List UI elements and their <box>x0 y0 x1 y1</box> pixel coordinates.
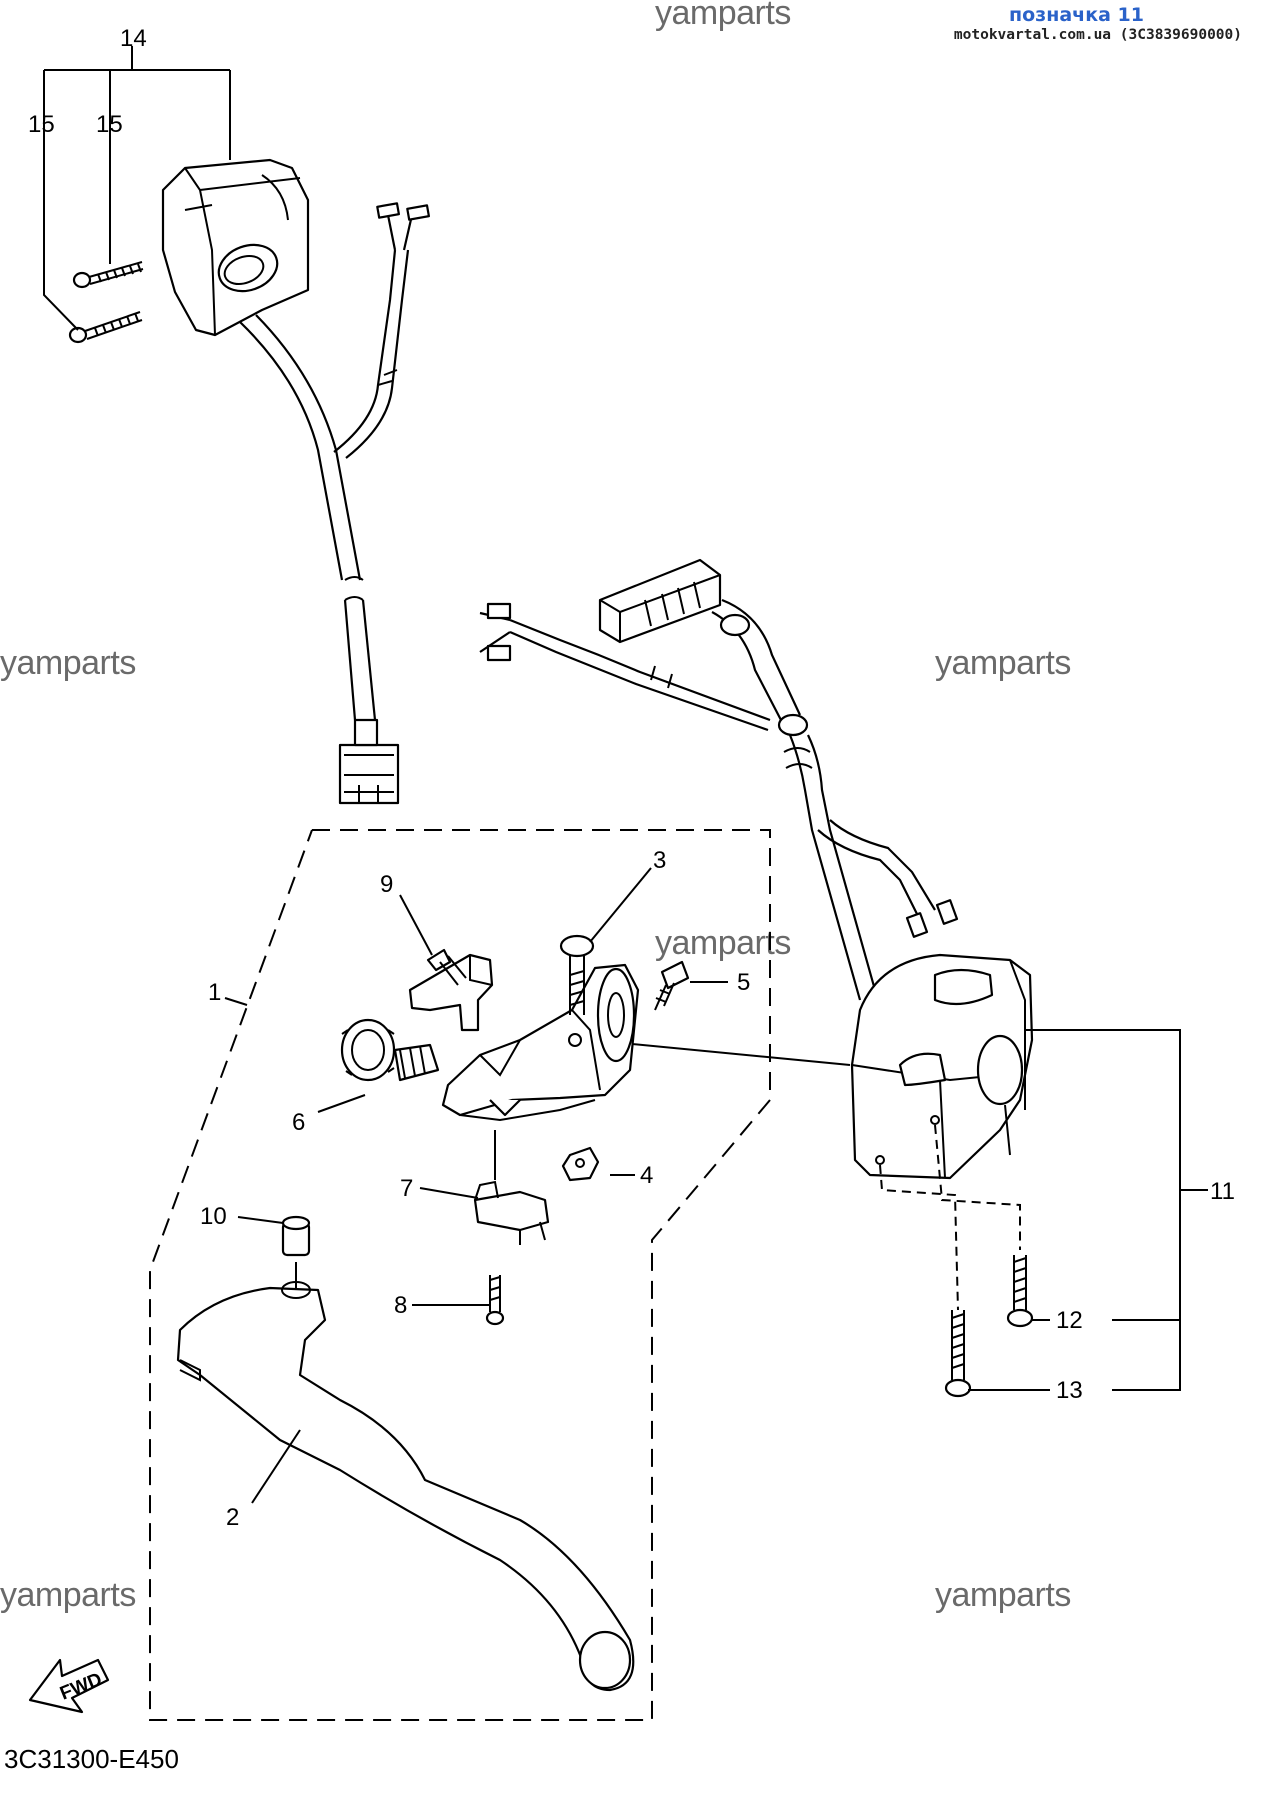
watermark: yamparts <box>655 924 791 962</box>
left-handlebar-switch <box>161 158 310 337</box>
callout-15-left: 15 <box>28 111 55 138</box>
leader-6-to-11 <box>621 1042 851 1066</box>
assembly-outline <box>149 829 771 1721</box>
diagram-code: 3C31300-E450 <box>4 1744 179 1774</box>
callout-9: 9 <box>380 871 393 898</box>
brake-switch-7 <box>473 1180 550 1245</box>
leader-12-13 <box>879 1124 1021 1311</box>
fwd-arrow-icon: FWD <box>28 1658 110 1714</box>
left-wire-harness <box>239 202 430 805</box>
callout-3: 3 <box>653 847 666 874</box>
watermark: yamparts <box>655 0 791 32</box>
screw-15-upper <box>72 261 144 289</box>
callout-8: 8 <box>394 1292 407 1319</box>
callout-12: 12 <box>1056 1307 1083 1334</box>
callout-14-bracket <box>43 46 231 331</box>
callout-7: 7 <box>400 1175 413 1202</box>
watermark: yamparts <box>935 644 1071 682</box>
callout-leaders <box>224 867 728 1504</box>
header-source: motokvartal.com.ua (3C3839690000) <box>953 27 1242 43</box>
lever-holder <box>441 963 640 1122</box>
screw-15-lower <box>68 311 143 344</box>
screw-13 <box>944 1310 972 1398</box>
right-wire-harness <box>479 558 959 1001</box>
right-handlebar-switch <box>850 953 1034 1180</box>
callout-1: 1 <box>208 979 221 1006</box>
screw-12 <box>1006 1255 1034 1328</box>
collar-10 <box>281 1215 311 1257</box>
screw-5 <box>654 960 690 1011</box>
nut-4 <box>561 1146 600 1182</box>
callout-13: 13 <box>1056 1377 1083 1404</box>
callout-4: 4 <box>640 1162 653 1189</box>
watermark: yamparts <box>935 1576 1071 1614</box>
header-title: позначка 11 <box>1009 4 1144 26</box>
screw-8 <box>485 1275 505 1326</box>
callout-11-bracket <box>968 1029 1208 1391</box>
callout-15-right: 15 <box>96 111 123 138</box>
callout-2: 2 <box>226 1504 239 1531</box>
screw-3 <box>559 934 595 1015</box>
screw-9 <box>426 948 467 986</box>
adjuster-knob <box>340 1018 440 1082</box>
switch-bracket <box>408 953 494 1032</box>
watermark: yamparts <box>0 644 136 682</box>
brake-lever <box>176 1281 635 1692</box>
callout-14: 14 <box>120 25 147 52</box>
callout-6: 6 <box>292 1109 305 1136</box>
callout-5: 5 <box>737 969 750 996</box>
callout-11: 11 <box>1210 1178 1235 1205</box>
callout-10: 10 <box>200 1203 227 1230</box>
watermark: yamparts <box>0 1576 136 1614</box>
